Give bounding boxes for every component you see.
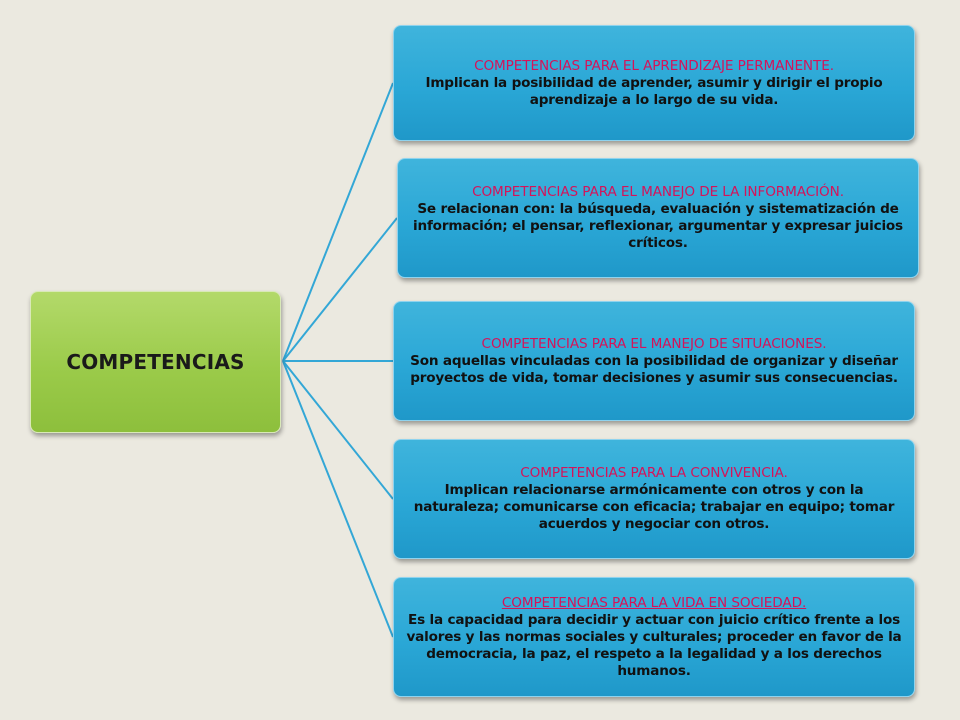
node-title: COMPETENCIAS PARA EL APRENDIZAJE PERMANE… <box>474 57 834 74</box>
node-title: COMPETENCIAS PARA LA CONVIVENCIA. <box>520 465 788 481</box>
node-title: COMPETENCIAS PARA EL MANEJO DE LA INFORM… <box>472 184 844 200</box>
connector-line-3 <box>282 360 394 500</box>
connector-line-0 <box>282 82 394 362</box>
connector-line-1 <box>282 217 398 362</box>
node-description: Son aquellas vinculadas con la posibilid… <box>410 352 898 386</box>
competency-node-convivencia: COMPETENCIAS PARA LA CONVIVENCIA. Implic… <box>393 439 915 559</box>
node-description: Se relacionan con: la búsqueda, evaluaci… <box>413 201 903 251</box>
competency-node-aprendizaje: COMPETENCIAS PARA EL APRENDIZAJE PERMANE… <box>393 25 915 141</box>
connector-line-4 <box>282 360 394 638</box>
competency-node-situaciones: COMPETENCIAS PARA EL MANEJO DE SITUACION… <box>393 301 915 421</box>
root-node: COMPETENCIAS <box>30 291 281 433</box>
node-title: COMPETENCIAS PARA EL MANEJO DE SITUACION… <box>481 335 827 352</box>
node-title: COMPETENCIAS PARA LA VIDA EN SOCIEDAD. <box>501 594 807 611</box>
node-description: Implican la posibilidad de aprender, asu… <box>425 74 883 108</box>
competency-node-sociedad: COMPETENCIAS PARA LA VIDA EN SOCIEDAD. E… <box>393 577 915 697</box>
node-description: Es la capacidad para decidir y actuar co… <box>406 611 902 679</box>
competency-node-informacion: COMPETENCIAS PARA EL MANEJO DE LA INFORM… <box>397 158 919 278</box>
root-label: COMPETENCIAS <box>66 350 245 374</box>
node-description: Implican relacionarse armónicamente con … <box>413 482 895 532</box>
